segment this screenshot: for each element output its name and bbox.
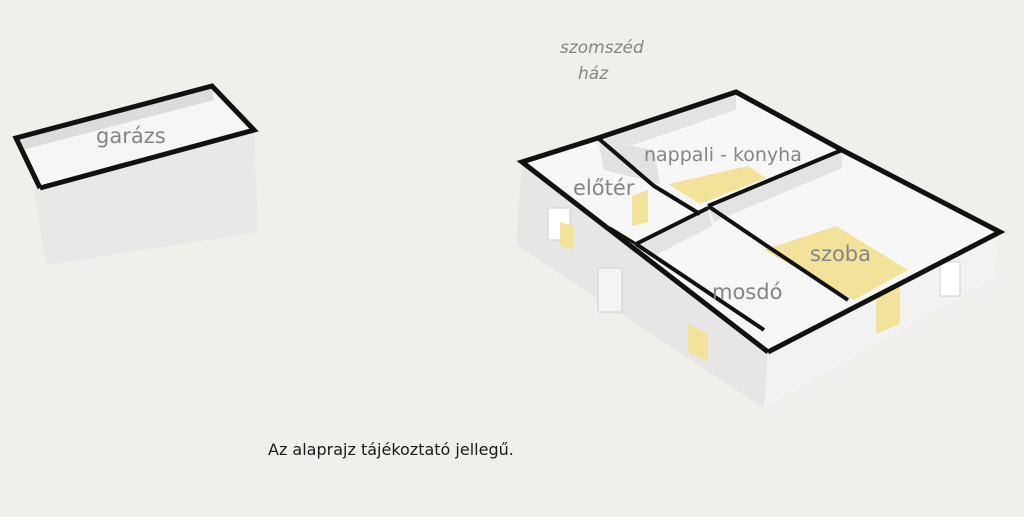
window-left-glow bbox=[560, 222, 574, 250]
wall-living-room bbox=[707, 148, 843, 208]
neighbor-label-line2: ház bbox=[578, 64, 609, 84]
living-floor-accent bbox=[668, 166, 766, 204]
wall-hall-corner bbox=[609, 226, 637, 246]
interior-face-wash bbox=[636, 208, 712, 262]
house-block bbox=[516, 89, 1006, 408]
garage-back-wall bbox=[16, 86, 214, 150]
neighbor-label-line1: szomszéd bbox=[560, 38, 644, 58]
interior-face-living bbox=[604, 94, 736, 152]
garage-floor bbox=[16, 86, 254, 188]
room-label-hallway: előtér bbox=[573, 176, 635, 200]
interior-face-room bbox=[708, 150, 842, 222]
disclaimer-note: Az alaprajz tájékoztató jellegű. bbox=[268, 440, 514, 459]
room-floor-accent bbox=[764, 226, 908, 300]
room-label-room: szoba bbox=[810, 242, 872, 266]
wall-room-left bbox=[706, 204, 766, 246]
room-label-washroom: mosdó bbox=[712, 280, 783, 304]
wall-hall-living bbox=[596, 136, 702, 216]
room-label-garage: garázs bbox=[96, 124, 166, 148]
window-wash-glow bbox=[688, 324, 708, 362]
garage-outline bbox=[12, 83, 259, 191]
house-outline bbox=[516, 89, 1006, 355]
garage-front-wall bbox=[34, 130, 258, 265]
window-room-glow bbox=[876, 284, 900, 334]
door-front bbox=[597, 267, 623, 313]
garage-block bbox=[12, 83, 259, 265]
wall-room-wash bbox=[762, 242, 850, 302]
hall-floor-accent bbox=[632, 190, 648, 226]
window-right bbox=[939, 261, 961, 297]
room-label-living-kitchen: nappali - konyha bbox=[644, 144, 802, 166]
wall-hall-wash bbox=[635, 206, 709, 246]
wall-wash-inner bbox=[634, 242, 766, 332]
